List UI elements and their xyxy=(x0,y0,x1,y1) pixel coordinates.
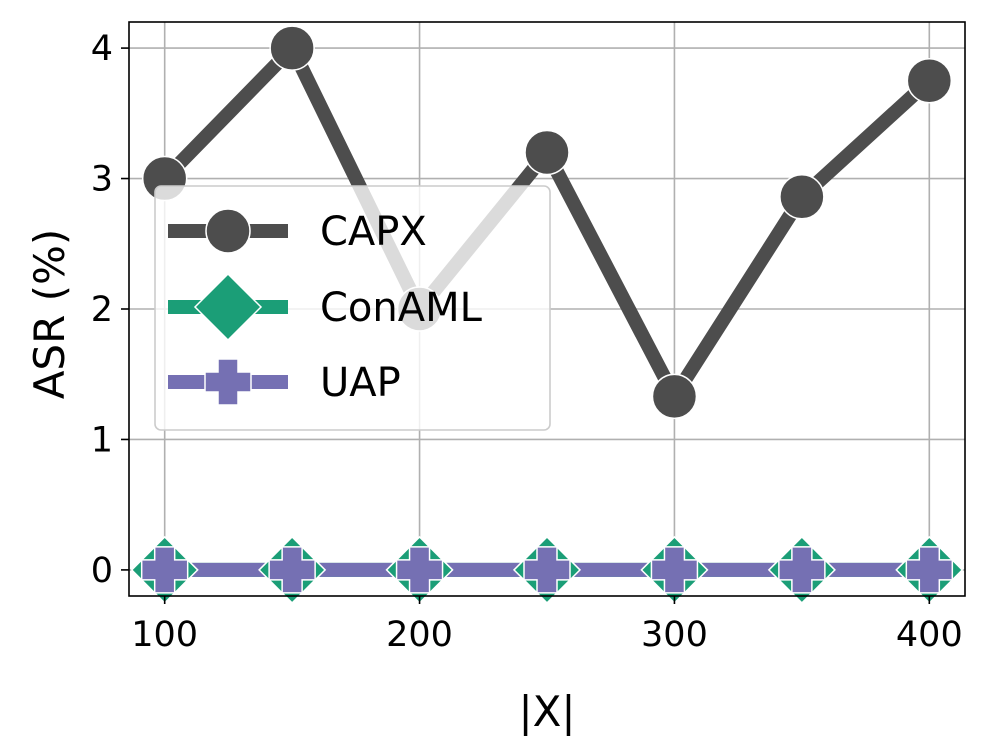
x-tick-label: 200 xyxy=(386,615,453,655)
data-point-capx xyxy=(524,129,570,176)
x-axis-label: |X| xyxy=(518,687,575,736)
data-point-capx xyxy=(651,373,698,420)
data-point-uap xyxy=(778,546,826,594)
data-point-capx xyxy=(269,25,315,71)
legend-box xyxy=(154,185,551,431)
legend-label-capx: CAPX xyxy=(320,209,427,255)
y-axis-label: ASR (%) xyxy=(25,229,74,400)
legend-marker-capx xyxy=(205,208,251,254)
axis-ticks: 100 200 300 400 0 1 2 3 4 xyxy=(91,29,963,655)
legend-marker-uap xyxy=(204,358,252,406)
legend-label-uap: UAP xyxy=(320,360,401,406)
data-point-uap xyxy=(905,546,954,594)
y-tick-label: 4 xyxy=(91,29,113,69)
data-point-uap xyxy=(140,546,189,594)
y-tick-label: 0 xyxy=(91,551,113,591)
data-point-capx xyxy=(906,57,953,104)
data-point-uap xyxy=(395,546,444,594)
data-point-uap xyxy=(650,546,699,594)
legend-label-conaml: ConAML xyxy=(320,285,483,331)
legend: CAPX ConAML UAP xyxy=(154,185,551,431)
data-point-capx xyxy=(779,174,825,220)
y-tick-label: 3 xyxy=(91,160,113,200)
legend-marker-conaml xyxy=(193,272,263,342)
y-tick-label: 2 xyxy=(91,290,113,330)
x-tick-label: 100 xyxy=(131,615,198,655)
y-tick-label: 1 xyxy=(91,420,113,460)
data-point-uap xyxy=(523,546,571,594)
x-tick-label: 300 xyxy=(641,615,708,655)
x-tick-label: 400 xyxy=(896,615,963,655)
data-point-uap xyxy=(268,546,316,594)
